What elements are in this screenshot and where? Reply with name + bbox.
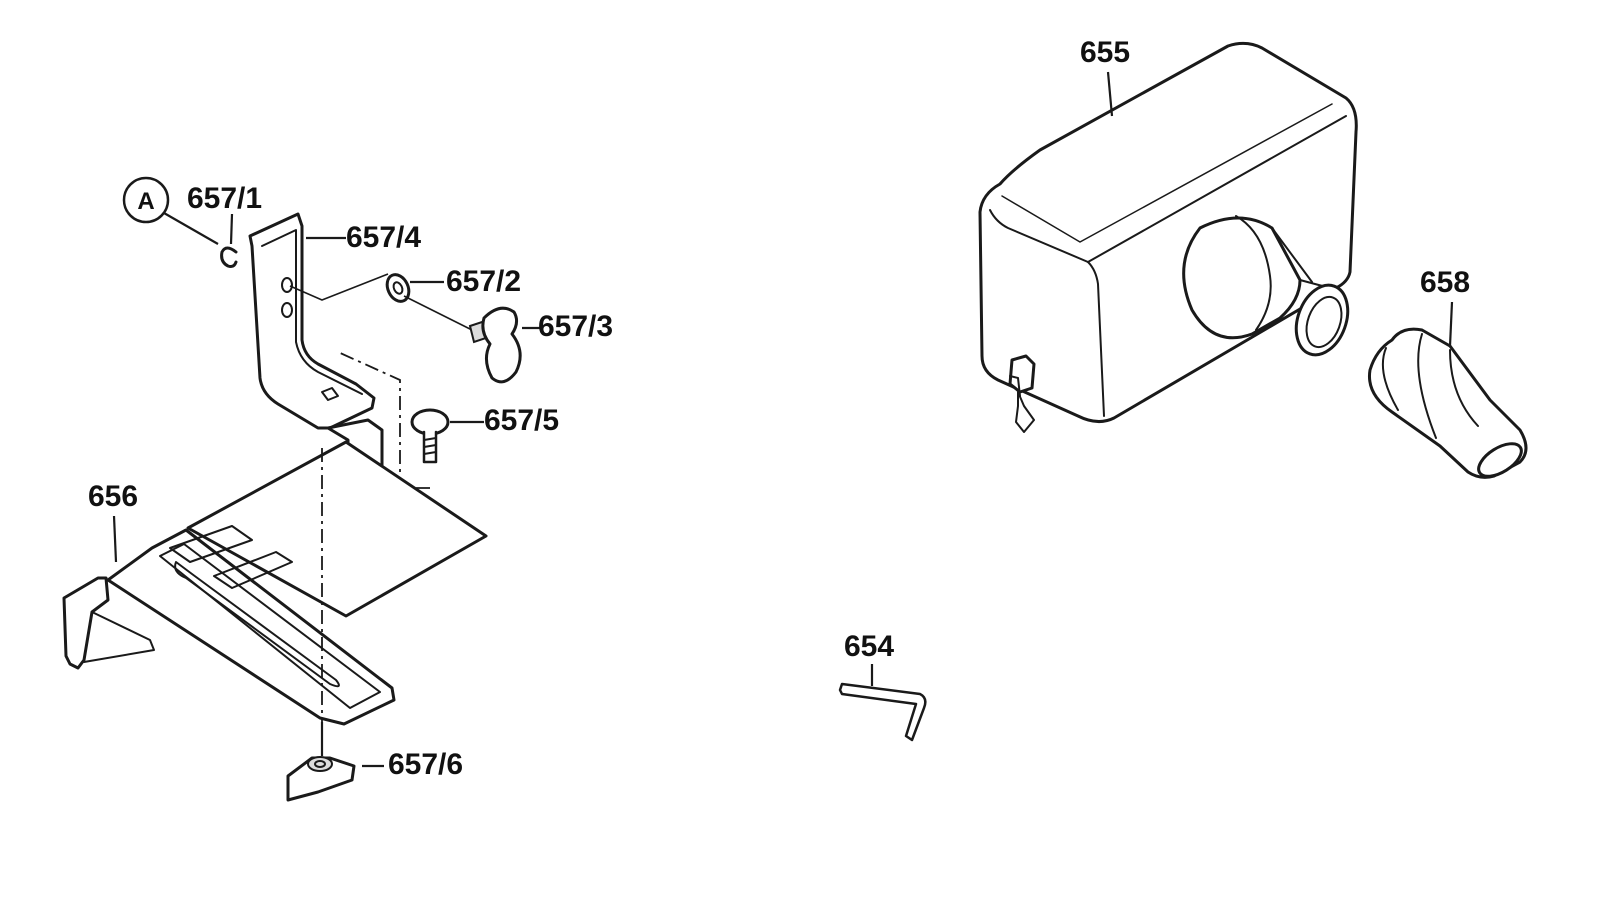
part-655-dust-box (978, 41, 1358, 433)
label-657-1: 657/1 (187, 182, 262, 215)
part-658-adapter (1367, 301, 1528, 479)
part-657-2-washer (289, 273, 473, 331)
part-654-hex-key (838, 664, 927, 742)
label-657-4: 657/4 (346, 221, 421, 254)
part-657-3-wing-screw (468, 306, 540, 384)
callout-a: A (122, 176, 219, 245)
label-654: 654 (844, 630, 894, 663)
label-658: 658 (1420, 266, 1470, 299)
label-656: 656 (88, 480, 138, 513)
part-657-1-clip (220, 213, 238, 268)
label-655: 655 (1080, 36, 1130, 69)
part-657-5-bolt (337, 351, 484, 489)
label-657-6: 657/6 (388, 748, 463, 781)
part-657-6-wing-nut (286, 722, 384, 802)
label-657-5: 657/5 (484, 404, 559, 437)
part-656-base (62, 418, 488, 746)
part-657-4-bracket (248, 212, 376, 430)
callout-a-letter: A (137, 188, 154, 215)
label-657-2: 657/2 (446, 265, 521, 298)
label-657-3: 657/3 (538, 310, 613, 343)
